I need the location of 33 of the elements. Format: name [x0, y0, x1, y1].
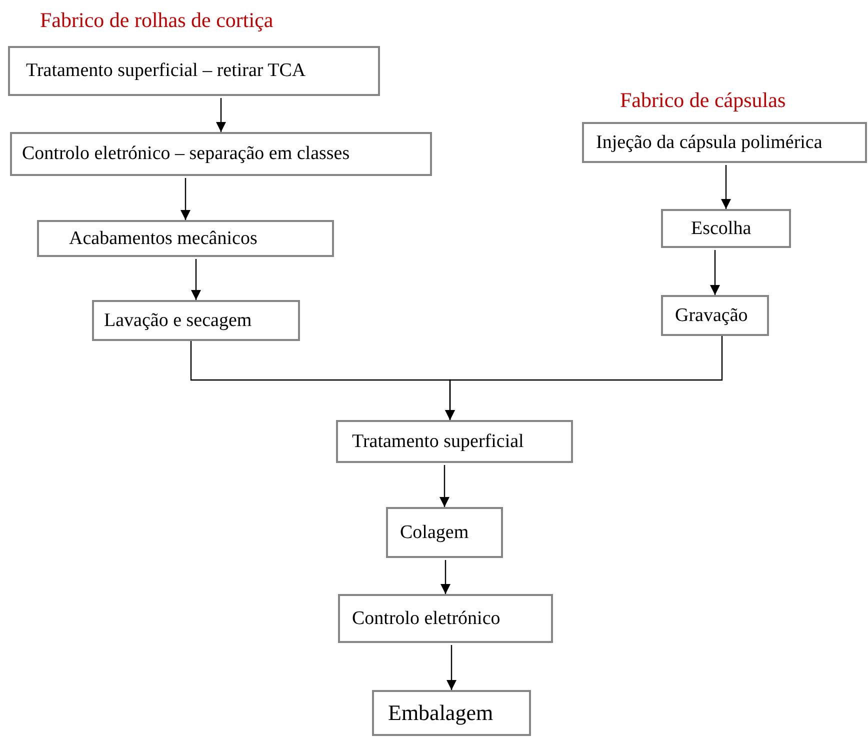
section-heading: Fabrico de rolhas de cortiça — [40, 8, 274, 33]
process-box — [8, 46, 380, 96]
step-label: Controlo eletrónico — [352, 608, 500, 630]
step-label: Gravação — [675, 304, 748, 326]
step-label: Embalagem — [388, 700, 494, 726]
step-label: Tratamento superficial – retirar TCA — [26, 60, 306, 82]
arrow — [446, 645, 456, 690]
arrow — [721, 165, 731, 209]
process-box — [37, 220, 334, 257]
process-box — [661, 209, 791, 248]
step-label: Acabamentos mecânicos — [69, 228, 258, 250]
arrow — [216, 98, 226, 132]
step-label: Lavação e secagem — [104, 310, 252, 332]
section-heading: Fabrico de cápsulas — [620, 88, 786, 113]
step-label: Controlo eletrónico – separação em classes — [22, 143, 350, 165]
step-label: Tratamento superficial — [352, 430, 524, 452]
arrow — [445, 336, 723, 420]
process-box — [386, 507, 503, 558]
process-box — [338, 594, 553, 643]
process-box — [92, 300, 300, 341]
process-box — [10, 132, 432, 176]
arrow — [440, 560, 450, 594]
process-box — [372, 690, 531, 736]
arrow — [440, 465, 450, 507]
step-label: Colagem — [400, 522, 469, 544]
step-label: Escolha — [691, 218, 752, 240]
step-label: Injeção da cápsula polimérica — [596, 132, 822, 154]
arrow — [710, 250, 720, 295]
arrow — [191, 259, 201, 300]
process-box — [661, 295, 769, 336]
process-box — [336, 420, 573, 463]
process-box — [582, 122, 867, 163]
arrow — [180, 178, 190, 220]
